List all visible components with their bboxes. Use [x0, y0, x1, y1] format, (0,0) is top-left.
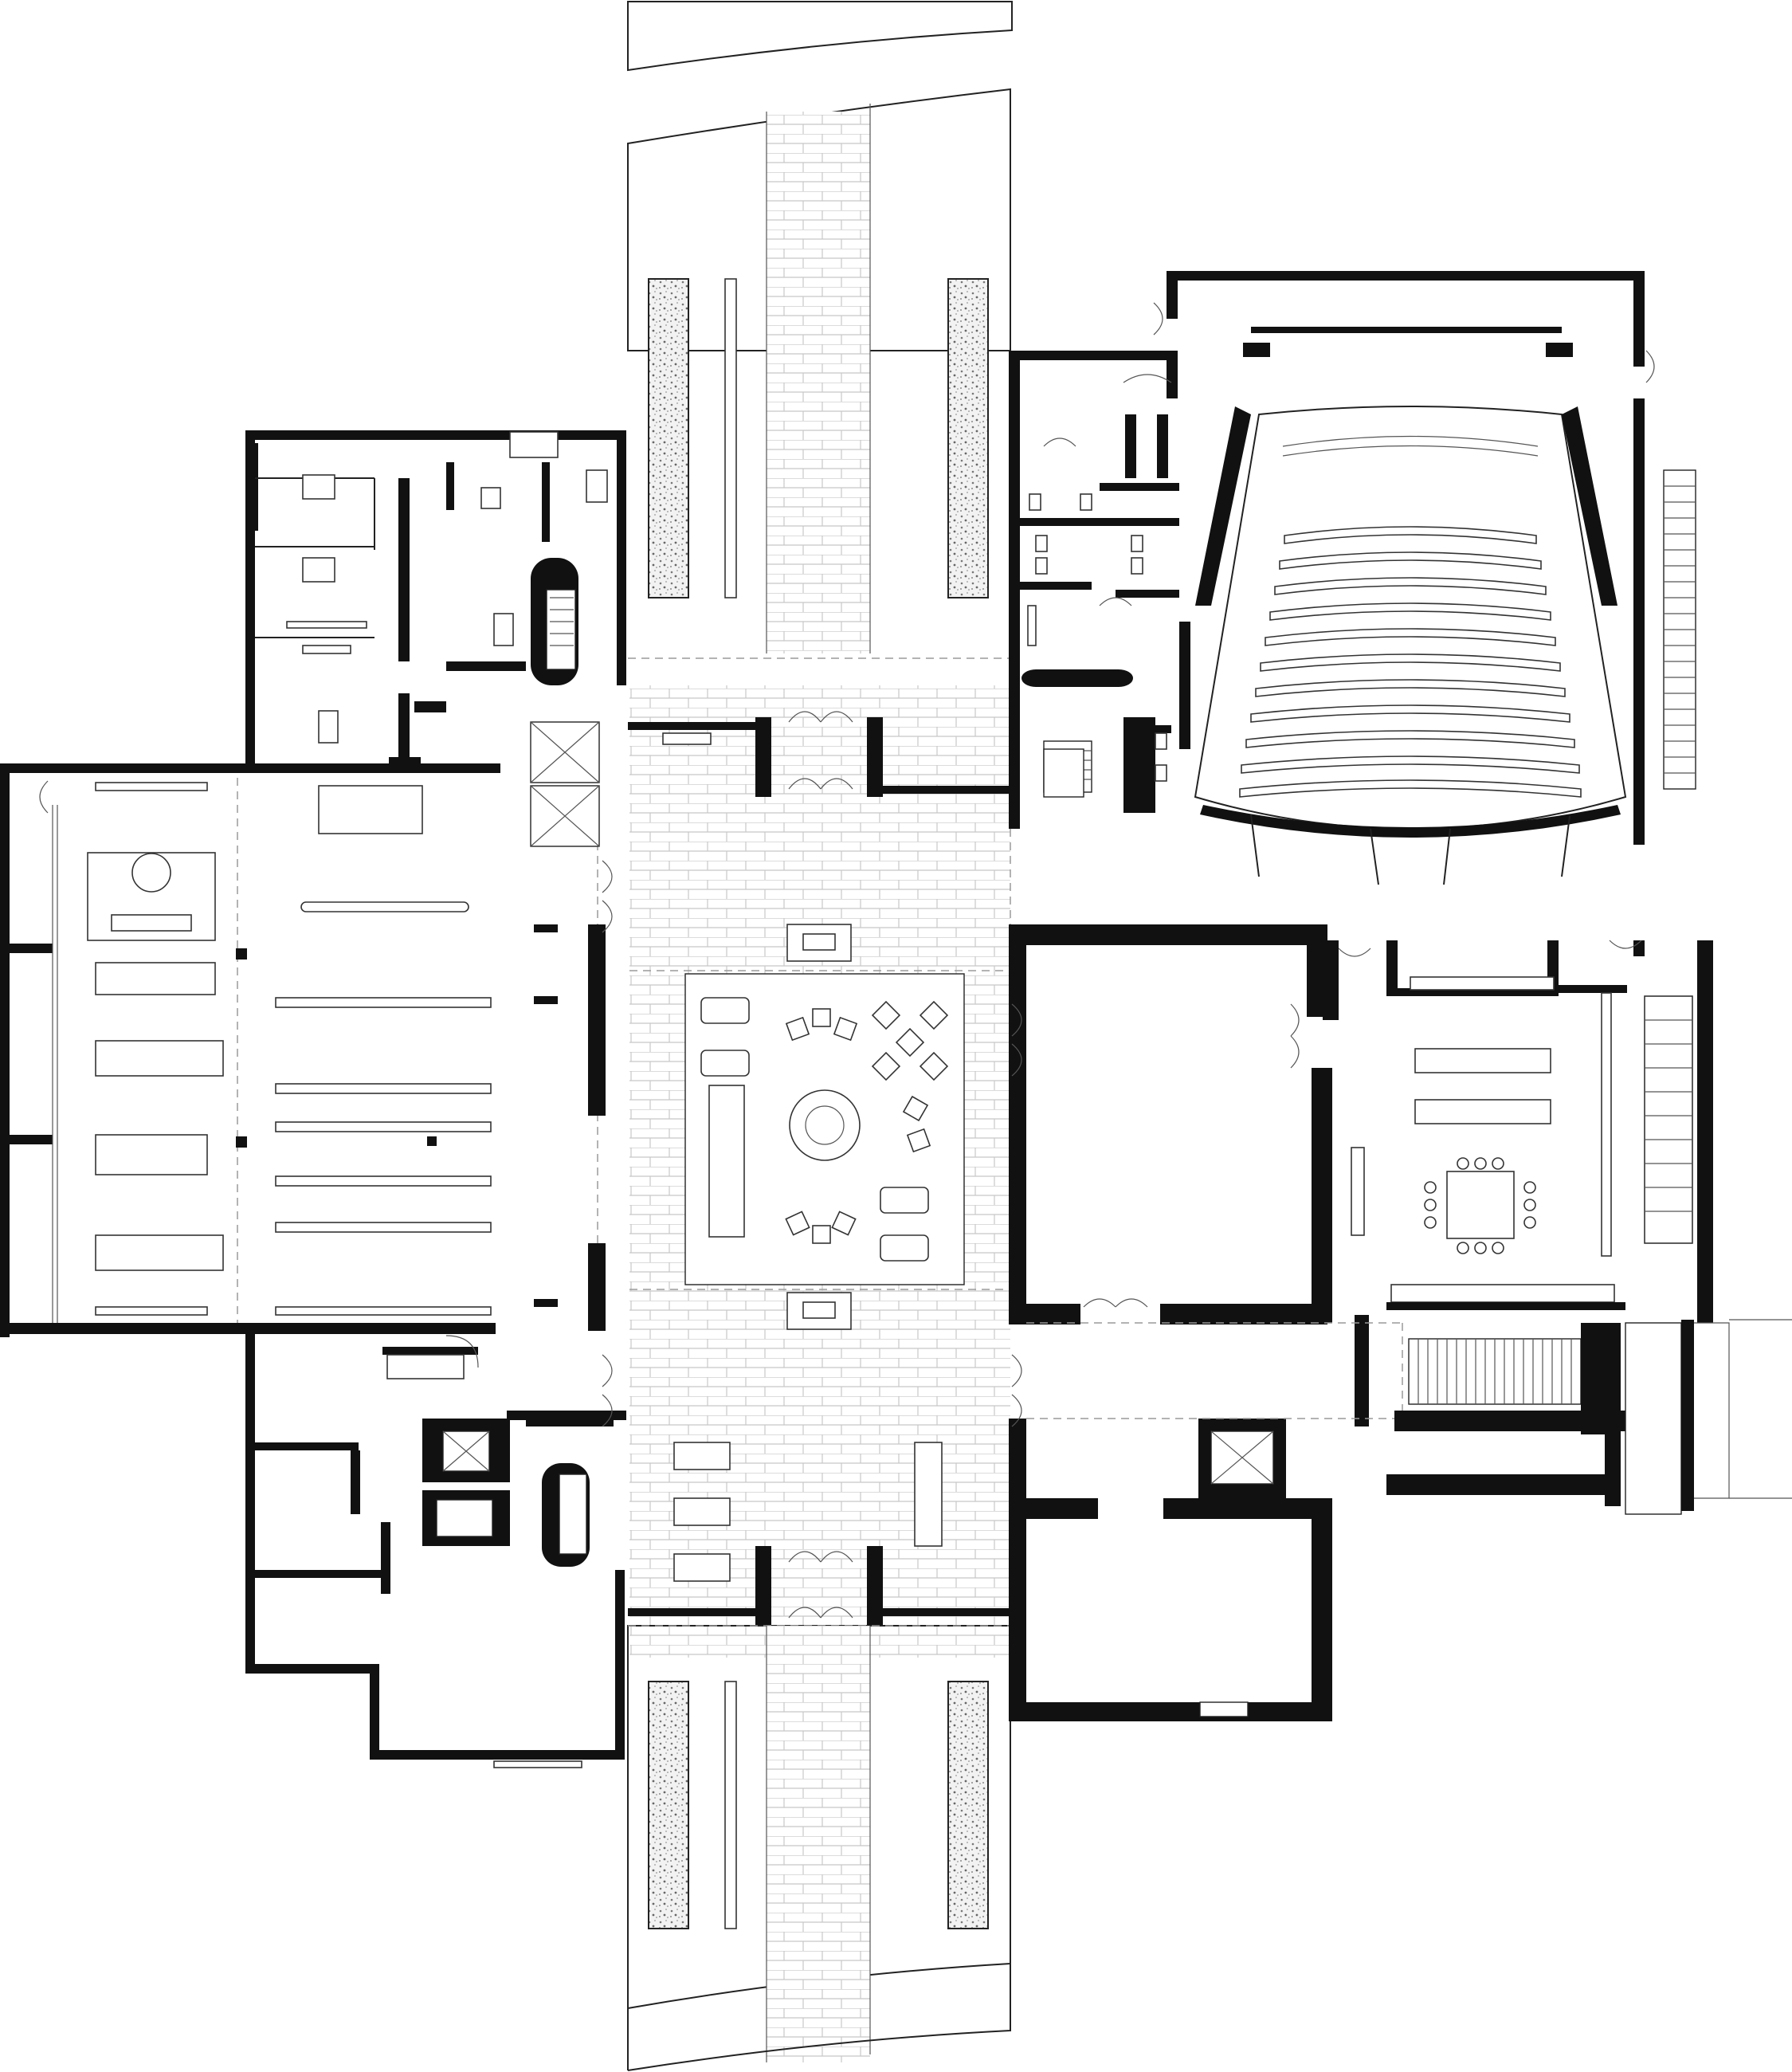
auditorium-seating-outline [1194, 406, 1627, 830]
restroom-core [1009, 351, 1190, 829]
round-bench [789, 1089, 861, 1161]
atrium-tables-south [673, 1442, 731, 1470]
seat-rows [1239, 435, 1582, 798]
atrium-bench-north [662, 732, 712, 745]
south-entry [628, 1546, 1010, 1626]
restroom-fixtures [1027, 493, 1167, 782]
door-swings [39, 302, 1655, 1427]
lounge-chairs [700, 997, 949, 1262]
meeting-room [1323, 940, 1713, 1323]
library-reading-room [0, 763, 606, 1337]
north-walkway-outline [627, 88, 1011, 351]
central-atrium [530, 685, 1011, 1658]
auditorium [1167, 271, 1696, 885]
atrium-long-table-south [914, 1442, 943, 1547]
planter-south-west [648, 1681, 689, 1929]
north-paving-strip [767, 112, 870, 653]
long-table-atrium [708, 1085, 745, 1238]
south-west-rooms [245, 1323, 626, 1768]
north-promenade-outline [627, 1, 1013, 72]
south-promenade [627, 1625, 1011, 2071]
east-galleries [1009, 924, 1403, 1721]
north-promenade [627, 1, 1013, 659]
planter-north-east [947, 278, 989, 598]
reception-desk-south [786, 1292, 852, 1330]
north-entry [628, 711, 1010, 797]
vertical-circulation [1043, 748, 1792, 1515]
south-paving-strip [767, 1626, 870, 2062]
bench-south-west [724, 1681, 737, 1929]
planter-south-east [947, 1681, 989, 1929]
bookshelves [275, 901, 492, 1316]
bench-north-west [724, 278, 737, 598]
planter-north-west [648, 278, 689, 598]
office-suite [245, 430, 626, 834]
